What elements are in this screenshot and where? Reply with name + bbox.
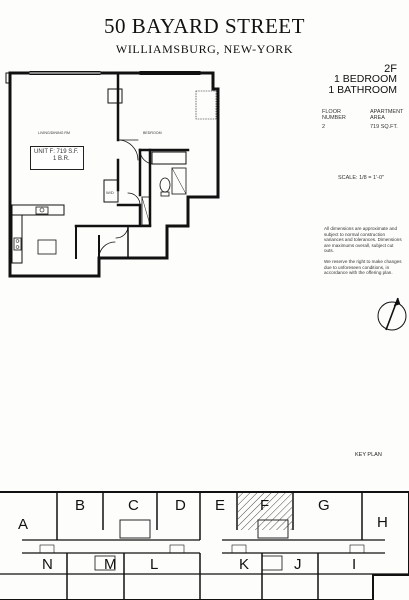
apartment-area-value: 719 SQ.FT. [370, 124, 398, 130]
floor-number-label: FLOOR NUMBER [322, 109, 346, 121]
key-plan-unit-g: G [318, 497, 330, 514]
key-plan-unit-a: A [18, 516, 29, 533]
key-plan-unit-f: F [260, 497, 270, 514]
key-plan-unit-b: B [75, 497, 86, 514]
key-plan-highlight-unit-f [238, 493, 292, 530]
key-plan-unit-c: C [128, 497, 139, 514]
scale-label: SCALE: 1/8 = 1'-0" [338, 175, 384, 181]
key-plan-unit-i: I [352, 556, 357, 573]
key-plan-label: KEY PLAN [355, 452, 382, 458]
unit-code: 2F [384, 63, 397, 75]
key-plan-unit-k: K [239, 556, 250, 573]
key-plan-unit-j: J [294, 556, 302, 573]
bathroom-count: 1 BATHROOM [328, 84, 397, 96]
key-plan-unit-m: M [104, 556, 117, 573]
building-location: WILLIAMSBURG, NEW-YORK [115, 42, 294, 56]
br-tag: 1 B.R. [53, 156, 70, 162]
key-plan-unit-l: L [150, 556, 159, 573]
key-plan-unit-e: E [215, 497, 226, 514]
unit-floor-plan [5, 71, 220, 278]
living-room-label: LIVING/DINING RM [38, 131, 70, 135]
bedroom-label: BEDROOM [143, 131, 162, 135]
washer-dryer-label: W/D [106, 190, 114, 195]
floor-number-value: 2 [322, 124, 326, 130]
apartment-area-label: APARTMENT AREA [370, 109, 404, 121]
north-arrow-icon [377, 297, 407, 331]
disclaimer-note-1: All dimensions are approximate and subje… [324, 226, 402, 254]
building-title: 50 BAYARD STREET [104, 14, 305, 38]
key-plan-unit-d: D [175, 497, 186, 514]
unit-tag-box: UNIT F: 719 S.F. 1 B.R. [30, 146, 84, 170]
key-plan-unit-h: H [377, 514, 388, 531]
unit-tag: UNIT F: 719 S.F. [34, 149, 79, 155]
bedroom-count: 1 BEDROOM [333, 73, 397, 85]
disclaimer-notes: All dimensions are approximate and subje… [324, 226, 404, 281]
disclaimer-note-2: We reserve the right to make changes due… [324, 258, 402, 276]
key-plan-unit-n: N [42, 556, 53, 573]
key-plan [0, 491, 409, 600]
